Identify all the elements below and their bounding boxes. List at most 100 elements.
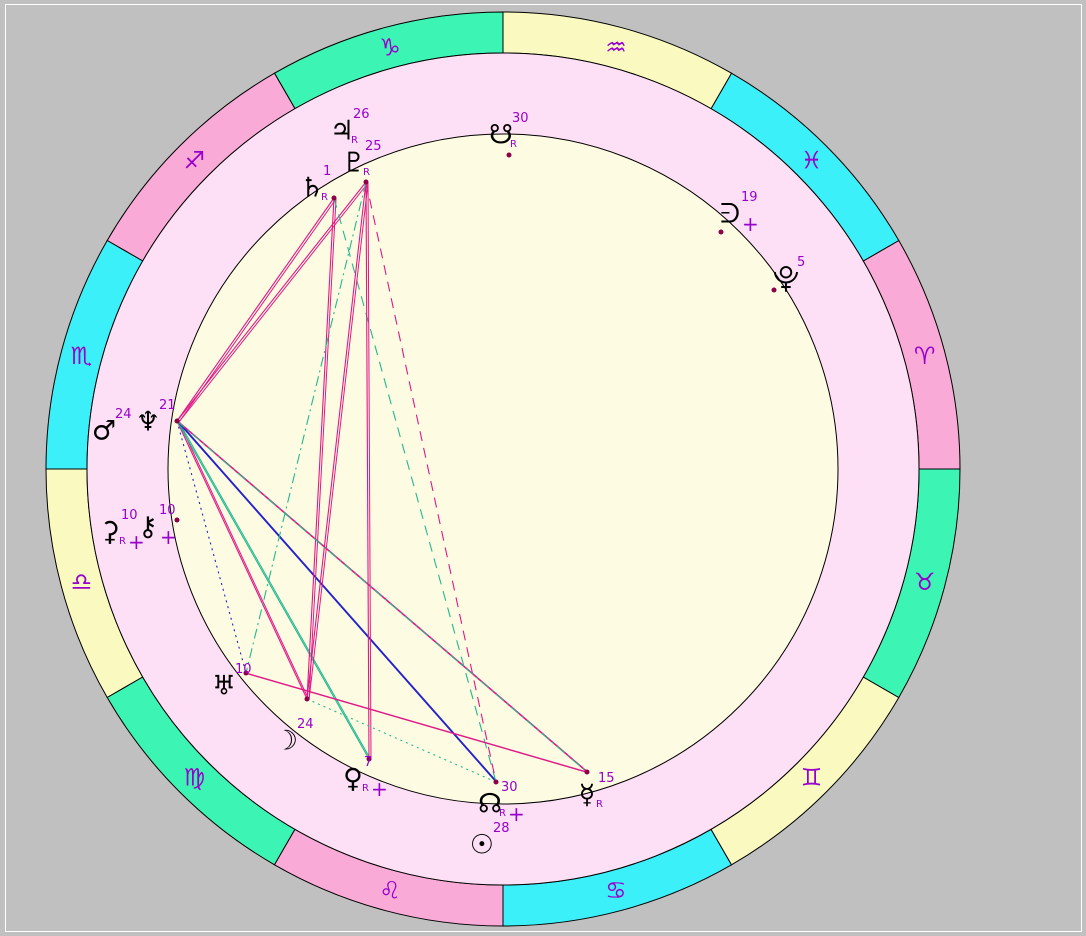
mercury-degree: 15 [598,771,615,786]
scorpio-sign-glyph: ♏ [71,342,93,370]
venus-degree: 7 [364,755,372,770]
part-of-fortune-degree: 19 [741,190,758,205]
lilith-degree: 5 [797,255,805,270]
leo-sign-glyph: ♌ [379,877,401,905]
neptune-dot [174,418,180,424]
uranus-icon: ♅ [212,671,236,702]
chiron-degree: 10 [159,503,176,518]
uranus-degree: 10 [235,662,252,677]
pluto-dot [363,179,369,185]
moon-icon: ☽ [274,726,298,757]
aquarius-sign-glyph: ♒ [605,33,627,61]
chiron-icon: ⚷ [138,512,158,543]
saturn-marker: ♄1R [300,164,337,204]
north-node-degree: 30 [501,780,518,795]
uranus-marker: ♅10 [212,662,252,702]
ceres-marker: ⚳10R+ [100,508,145,554]
moon-dot [304,696,310,702]
pluto-marker: ♇25R [342,139,382,185]
uranus-dot [243,670,249,676]
saturn-degree: 1 [323,164,331,179]
moon-marker: ☽24 [274,696,314,757]
lilith-icon: ⯓ [773,264,799,295]
south-node-marker: ☋30R [489,111,529,158]
north-node-retrograde: R [499,808,506,819]
aspect-line-neptune-north-node [176,420,497,783]
mars-icon: ♂ [92,416,116,447]
aspect-line-neptune-mercury-double [178,421,590,774]
aspect-line-neptune-moon-double [178,421,310,701]
jupiter-retrograde: R [351,135,358,146]
pluto-icon: ♇ [342,148,366,179]
aspect-line-neptune-pluto-double [178,182,369,423]
mercury-dot [584,769,590,775]
mercury-retrograde: R [596,799,603,810]
venus-icon: ♀ [343,764,363,795]
mars-degree: 24 [115,407,132,422]
capricorn-sign-glyph: ♑ [379,33,401,61]
aspect-line-uranus-mercury-double [247,673,590,774]
part-of-fortune-icon: ᕭ [720,199,740,230]
lilith-dot [771,287,777,293]
mercury-marker: ☿15R [579,769,615,811]
aspect-field [167,133,839,805]
gemini-sign-glyph: ♊ [801,764,823,792]
pisces-sign-glyph: ♓ [801,146,823,174]
north-node-dot [493,779,499,785]
aspect-line-pluto-uranus [245,181,367,674]
saturn-icon: ♄ [300,173,324,204]
sun-degree: 28 [493,821,510,836]
aspect-line-saturn-moon-double [308,198,337,701]
neptune-degree: 21 [159,398,176,413]
sagittarius-sign-glyph: ♐ [184,146,206,174]
ceres-retrograde: R [119,536,126,547]
jupiter-degree: 26 [353,107,370,122]
neptune-icon: ♆ [136,407,160,438]
sun-marker: ☉28 [470,821,510,861]
lilith-marker: ⯓5 [771,255,805,295]
aries-sign-glyph: ♈ [914,342,936,370]
pluto-retrograde: R [363,167,370,178]
aspect-line-saturn-moon [306,197,335,700]
libra-sign-glyph: ♎ [71,568,93,596]
aspect-line-pluto-moon [306,181,367,700]
chiron-marker: ⚷10+ [138,503,180,549]
sun-icon: ☉ [470,830,494,861]
jupiter-marker: ♃26R [330,107,370,147]
neptune-marker: ♆21 [136,398,180,438]
south-node-dot [506,152,512,158]
part-of-fortune-marker: ᕭ19 + [718,190,759,236]
mercury-icon: ☿ [579,780,596,811]
cancer-sign-glyph: ♋ [605,877,627,905]
jupiter-icon: ♃ [330,116,354,147]
venus-dot [366,756,372,762]
aspect-line-pluto-venus-double [367,182,372,761]
aspect-line-pluto-moon-double [308,182,369,701]
north-node-marker: ☊30R+ [478,779,525,826]
aspect-line-pluto-north-node [365,181,497,783]
north-node-icon: ☊ [478,789,502,820]
saturn-dot [331,195,337,201]
aspect-line-neptune-mercury [176,420,588,773]
aspect-line-neptune-saturn [176,197,335,422]
south-node-icon: ☋ [489,120,513,151]
ceres-icon: ⚳ [100,517,120,548]
aspect-line-neptune-venus-double [178,421,372,761]
north-node-plus: + [508,802,525,826]
chiron-dot [174,517,180,523]
moon-degree: 24 [297,717,314,732]
aspect-line-neptune-moon [176,420,308,700]
ceres-plus: + [128,530,145,554]
part-of-fortune-plus: + [742,212,759,236]
planet-layer: ♃26R♇25R♄1R☋30Rᕭ19+⯓5♆21♂24⚳10R+⚷10+♅10☽… [92,107,805,861]
mars-marker: ♂24 [92,407,132,447]
venus-plus: + [371,777,388,801]
part-of-fortune-dot [718,229,724,235]
virgo-sign-glyph: ♍ [184,764,206,792]
saturn-retrograde: R [321,192,328,203]
aspect-line-neptune-uranus [176,420,247,674]
aspect-lines [176,181,590,784]
zodiac-ring: ♑♐♏♎♍♌♋♊♉♈♓♒ [45,11,961,927]
pluto-degree: 25 [365,139,382,154]
